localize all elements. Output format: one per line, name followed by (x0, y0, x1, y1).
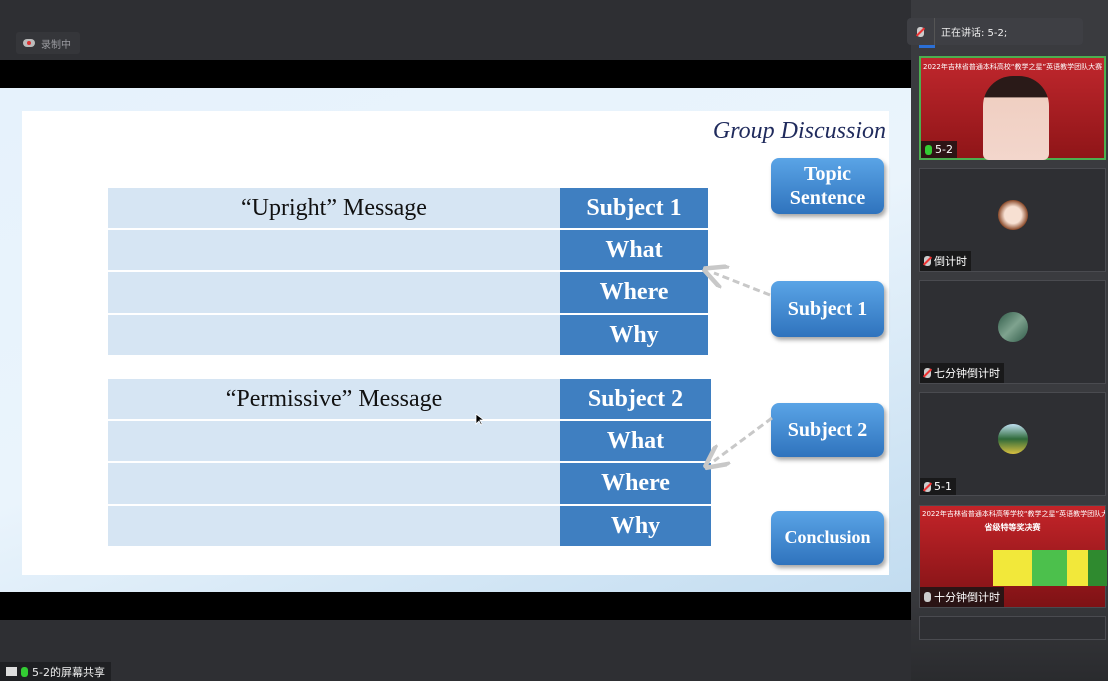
topic-sentence-box: Topic Sentence (771, 158, 884, 214)
table1-cell (108, 272, 560, 315)
mic-muted-icon (924, 256, 931, 266)
cloud-record-icon (23, 39, 35, 47)
table1-label: Where (560, 272, 708, 315)
name-tag: 5-1 (920, 478, 956, 495)
speaking-label: 正在讲话: 5-2; (941, 28, 1008, 39)
table1-label: What (560, 230, 708, 272)
name-tag: 倒计时 (920, 251, 971, 271)
conclusion-box: Conclusion (771, 511, 884, 565)
video-subtitle: 省级特等奖决赛 (984, 523, 1041, 532)
participant-name: 七分钟倒计时 (934, 367, 1000, 380)
participant-tile-ten-minute[interactable]: 2022年吉林省普通本科高等学校“教学之星”英语教学团队大赛 省级特等奖决赛 十… (919, 505, 1107, 608)
mic-on-icon (925, 144, 932, 155)
share-label-text: 5-2的屏幕共享 (32, 665, 105, 679)
timer-bar (993, 550, 1107, 586)
mouse-cursor-icon (475, 413, 485, 426)
letterbox-bottom (0, 592, 911, 620)
participant-tile-5-2[interactable]: 2022年吉林省普通本科高校“教学之星”英语教学团队大赛 5-2 (919, 56, 1106, 160)
participant-tile[interactable] (919, 616, 1106, 640)
avatar (998, 312, 1028, 342)
video-banner: 2022年吉林省普通本科高等学校“教学之星”英语教学团队大赛 (922, 510, 1105, 518)
name-tag: 七分钟倒计时 (920, 363, 1004, 383)
video-banner: 2022年吉林省普通本科高校“教学之星”英语教学团队大赛 (923, 63, 1103, 71)
participant-tile-seven-minute[interactable]: 七分钟倒计时 (919, 280, 1106, 384)
mic-muted-icon[interactable] (907, 18, 935, 45)
mic-muted-icon (924, 368, 931, 378)
name-tag: 5-2 (921, 141, 957, 158)
table1-label: Why (560, 315, 708, 357)
recording-indicator[interactable]: 录制中 (16, 32, 80, 54)
table2-label: Where (560, 463, 711, 506)
screen-share-icon (6, 667, 17, 676)
table2-cell (108, 463, 560, 506)
participant-tile-countdown[interactable]: 倒计时 (919, 168, 1106, 272)
recording-label: 录制中 (41, 39, 71, 51)
avatar (998, 200, 1028, 230)
table1-cell (108, 315, 560, 357)
speaking-progress (919, 45, 935, 48)
speaking-indicator: 正在讲话: 5-2; (907, 18, 1083, 45)
participant-video (983, 76, 1049, 160)
table1-header: “Upright” Message (108, 188, 560, 230)
table2-label: What (560, 421, 711, 463)
subject1-box: Subject 1 (771, 281, 884, 337)
name-tag: 十分钟倒计时 (920, 587, 1004, 607)
arrow-subject1 (714, 273, 771, 297)
table2-cell (108, 506, 560, 548)
table2-header: “Permissive” Message (108, 379, 560, 421)
participant-name: 5-2 (935, 143, 953, 156)
letterbox-top (0, 60, 911, 88)
dashed-arrows (0, 0, 773, 681)
table2-label: Why (560, 506, 711, 548)
subject2-box: Subject 2 (771, 403, 884, 457)
slide-title: Group Discussion (712, 118, 886, 144)
table1-label: Subject 1 (560, 188, 708, 230)
table2-cell (108, 421, 560, 463)
table2-label: Subject 2 (560, 379, 711, 421)
participant-name: 5-1 (934, 480, 952, 493)
participant-name: 倒计时 (934, 255, 967, 268)
arrow-subject2 (714, 416, 773, 461)
mic-muted-icon (924, 481, 931, 492)
mic-on-icon (21, 666, 28, 677)
participant-name: 十分钟倒计时 (934, 591, 1000, 604)
screen-share-label: 5-2的屏幕共享 (0, 662, 111, 681)
participant-tile-5-1[interactable]: 5-1 (919, 392, 1106, 496)
avatar (998, 424, 1028, 454)
mic-on-icon (924, 592, 931, 602)
table1-cell (108, 230, 560, 272)
